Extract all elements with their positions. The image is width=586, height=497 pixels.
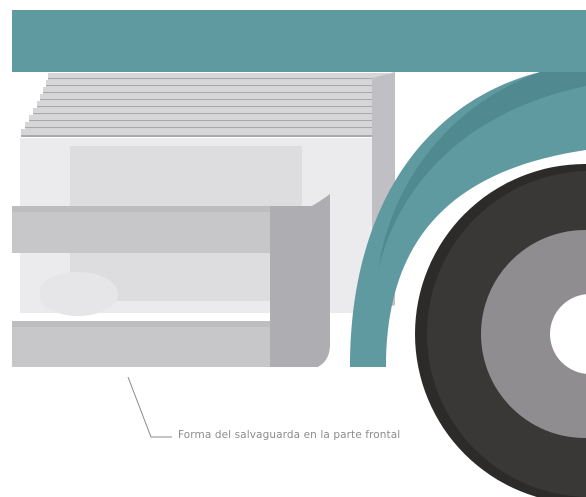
guard-lower-bar: [12, 321, 274, 367]
stacked-slats: [21, 73, 388, 137]
leader-line: [127, 376, 172, 438]
wheel-fender: [350, 72, 586, 367]
wheel: [415, 164, 586, 497]
rim: [481, 230, 586, 438]
truck-chassis-top: [12, 10, 586, 72]
hub: [550, 294, 586, 374]
guard-upper-bar: [12, 206, 274, 253]
guard-end-plate: [270, 194, 330, 367]
wheel-fender-edge: [378, 72, 586, 270]
guard-caption: Forma del salvaguarda en la parte fronta…: [178, 429, 401, 441]
